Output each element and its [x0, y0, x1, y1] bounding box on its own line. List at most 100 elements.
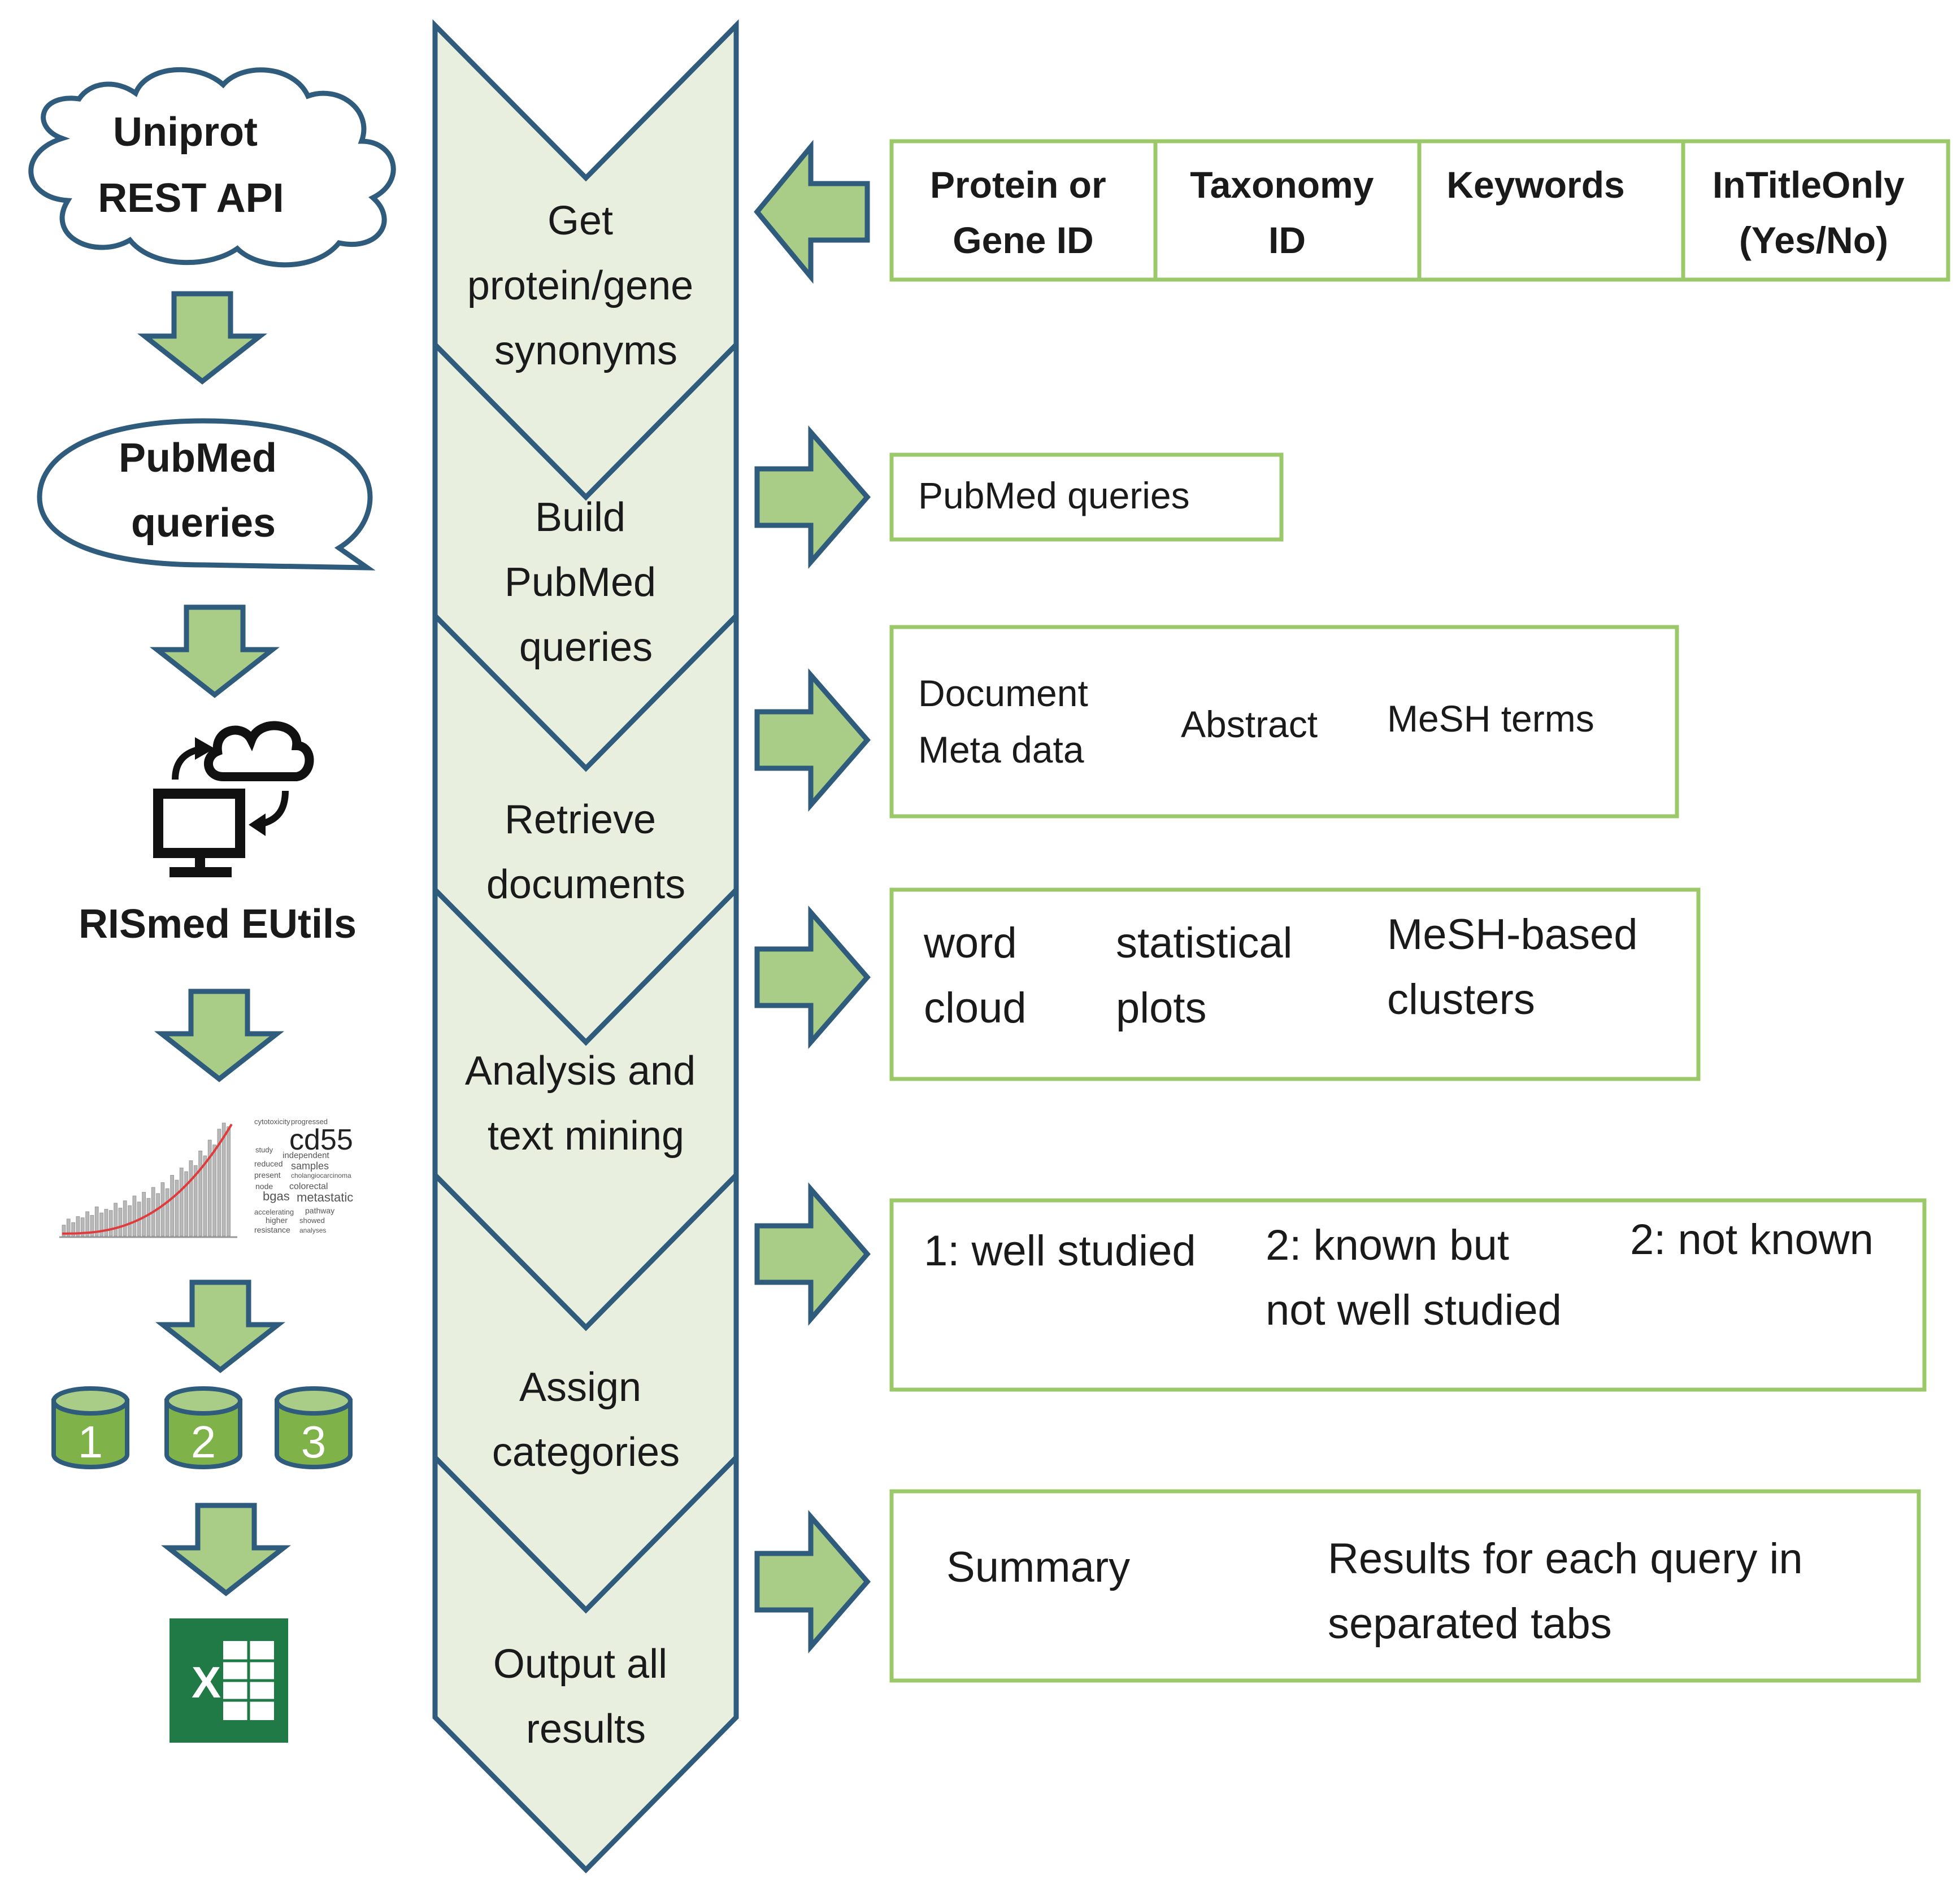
output-right-arrow-icon: [754, 1509, 871, 1654]
svg-text:analyses: analyses: [299, 1226, 326, 1234]
step-labels: Get protein/gene synonyms Build PubMed q…: [465, 198, 707, 1752]
pubmed-queries-box: [889, 452, 1284, 542]
chart-bar: [170, 1175, 175, 1237]
documents-box: [889, 625, 1679, 819]
chart-bar: [160, 1182, 165, 1237]
chart-bar: [212, 1144, 217, 1237]
chart-bar: [114, 1203, 118, 1237]
category-databases: 1 2 3: [51, 1386, 353, 1469]
uniprot-cloud-icon: [28, 67, 396, 268]
svg-text:independent: independent: [283, 1151, 329, 1160]
chart-bar: [156, 1193, 160, 1237]
results-tabs-item: Results for each query in separated tabs: [1328, 1535, 1815, 1648]
chart-bar: [62, 1225, 66, 1237]
svg-text:reduced: reduced: [254, 1159, 283, 1168]
word-cloud-item: word cloud: [923, 919, 1029, 1032]
svg-text:cytotoxicity: cytotoxicity: [254, 1117, 290, 1126]
chart-bar: [104, 1209, 108, 1237]
step-chevron-1: [432, 19, 739, 501]
step-4-label: Analysis and text mining: [465, 1048, 707, 1159]
excel-icon: X: [170, 1618, 288, 1743]
categories-box: [889, 1198, 1927, 1392]
svg-text:present: present: [254, 1170, 281, 1179]
computer-cloud-sync-icon: [153, 721, 314, 877]
input-intitleonly: InTitleOnly (Yes/No): [1713, 164, 1915, 261]
database-3-icon: 3: [275, 1386, 353, 1469]
chart-bar: [85, 1211, 89, 1237]
chart-bar: [203, 1155, 207, 1237]
analysis-box: [889, 887, 1701, 1081]
pubmed-queries-bubble: [37, 418, 376, 571]
horizontal-arrows: [754, 140, 871, 1654]
svg-text:accelerating: accelerating: [254, 1208, 294, 1216]
abstract-item: Abstract: [1181, 703, 1318, 745]
chart-bar: [94, 1206, 99, 1237]
input-protein-gene-id: Protein or Gene ID: [930, 164, 1116, 261]
output-right-arrow-icon: [754, 425, 871, 569]
svg-text:samples: samples: [291, 1160, 329, 1172]
chart-bar: [71, 1222, 75, 1237]
chart-bar: [184, 1171, 189, 1237]
mesh-clusters-item: MeSH-based clusters: [1387, 911, 1650, 1024]
step-1-label: Get protein/gene synonyms: [467, 198, 705, 373]
chart-bar: [193, 1165, 198, 1237]
step-6-label: Output all results: [493, 1642, 679, 1752]
svg-text:resistance: resistance: [254, 1225, 290, 1234]
right-box-text: Protein or Gene ID Taxonomy ID Keywords …: [918, 164, 1915, 1648]
database-2-icon: 2: [164, 1386, 242, 1469]
chart-bar: [217, 1129, 221, 1237]
down-arrow-icon: [160, 1503, 292, 1596]
chart-bar: [146, 1198, 151, 1237]
svg-text:showed: showed: [299, 1216, 325, 1225]
svg-text:1: 1: [78, 1417, 103, 1467]
document-metadata-item: Document Meta data: [918, 672, 1098, 771]
bubble-label: PubMed queries: [119, 436, 288, 546]
svg-text:X: X: [192, 1657, 221, 1707]
svg-text:cholangiocarcinoma: cholangiocarcinoma: [291, 1172, 351, 1179]
svg-text:metastatic: metastatic: [297, 1190, 353, 1204]
chart-bar: [179, 1168, 184, 1237]
wordcloud-main-word: cd55: [289, 1124, 353, 1156]
svg-text:2: 2: [191, 1417, 216, 1467]
category-3-item: 2: not known: [1630, 1216, 1874, 1264]
output-box: [889, 1489, 1921, 1683]
summary-item: Summary: [946, 1543, 1130, 1591]
svg-text:node: node: [255, 1182, 273, 1191]
input-keywords: Keywords: [1446, 164, 1624, 206]
chart-bar: [142, 1192, 146, 1237]
down-arrow-icon: [155, 1279, 286, 1373]
svg-text:progressed: progressed: [291, 1117, 328, 1126]
left-panel: Uniprot REST API PubMed queries: [28, 67, 396, 1743]
chart-bar: [90, 1215, 94, 1237]
step-2-label: Build PubMed queries: [505, 495, 667, 670]
input-left-arrow-icon: [754, 140, 870, 284]
chart-bar: [221, 1122, 226, 1237]
word-cloud-thumbnail: cd55 cytotoxicity progressed study indep…: [251, 1116, 373, 1237]
category-1-item: 1: well studied: [924, 1227, 1196, 1275]
chart-bar: [165, 1188, 170, 1237]
svg-text:bgas: bgas: [263, 1189, 290, 1203]
input-taxonomy-id: Taxonomy ID: [1190, 164, 1384, 261]
step-5-label: Assign categories: [492, 1365, 680, 1475]
down-arrow-icon: [149, 604, 280, 698]
chart-bar: [99, 1212, 103, 1237]
output-right-arrow-icon: [754, 905, 871, 1050]
output-right-arrow-icon: [754, 1182, 871, 1326]
database-1-icon: 1: [51, 1386, 129, 1469]
rismed-label: RISmed EUtils: [79, 902, 357, 947]
chart-bar: [128, 1205, 132, 1237]
svg-text:colorectal: colorectal: [289, 1182, 328, 1191]
step-chevron-column: [432, 19, 739, 1874]
chart-bar: [189, 1160, 193, 1237]
svg-text:pathway: pathway: [305, 1206, 334, 1215]
down-arrow-icon: [137, 291, 268, 385]
chart-bar: [80, 1217, 85, 1237]
statistical-plots-item: statistical plots: [1116, 919, 1305, 1032]
chart-bar: [66, 1218, 71, 1237]
right-boxes: [889, 139, 1950, 1683]
publication-trend-chart: [59, 1122, 237, 1238]
chart-bar: [108, 1210, 113, 1237]
chart-bar: [123, 1200, 127, 1237]
chart-bar: [132, 1195, 137, 1237]
